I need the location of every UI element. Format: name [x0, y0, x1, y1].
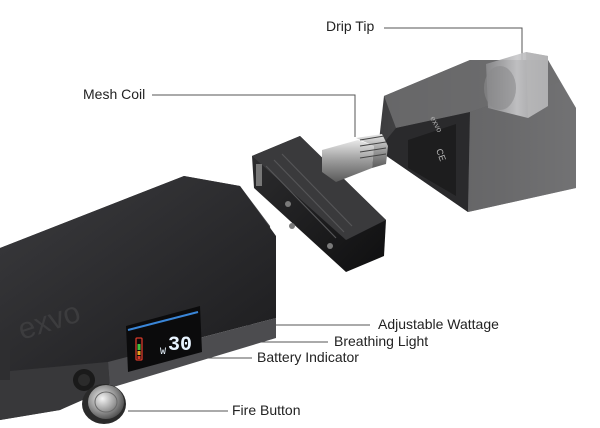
mesh-coil-leader	[152, 94, 356, 137]
fire-button	[82, 384, 126, 424]
pod-cartridge: exvo CE	[378, 60, 576, 212]
display-screen: W 30	[126, 306, 202, 372]
label-drip-tip: Drip Tip	[326, 18, 375, 34]
label-fire-button: Fire Button	[232, 402, 301, 418]
drip-tip-leader	[384, 27, 523, 60]
breathing-light	[127, 311, 199, 331]
drip-tip	[484, 52, 548, 118]
label-battery-indicator: Battery Indicator	[257, 349, 359, 365]
wattage-unit: W	[160, 347, 166, 358]
ce-mark: CE	[434, 147, 448, 162]
device-body: exvo	[0, 176, 276, 420]
mesh-coil	[252, 134, 388, 272]
label-adjustable-wattage: Adjustable Wattage	[378, 316, 499, 332]
wattage-reading: 30	[168, 334, 192, 357]
battery-indicator-icon	[135, 337, 143, 361]
label-mesh-coil: Mesh Coil	[83, 86, 146, 102]
label-breathing-light: Breathing Light	[334, 333, 429, 349]
